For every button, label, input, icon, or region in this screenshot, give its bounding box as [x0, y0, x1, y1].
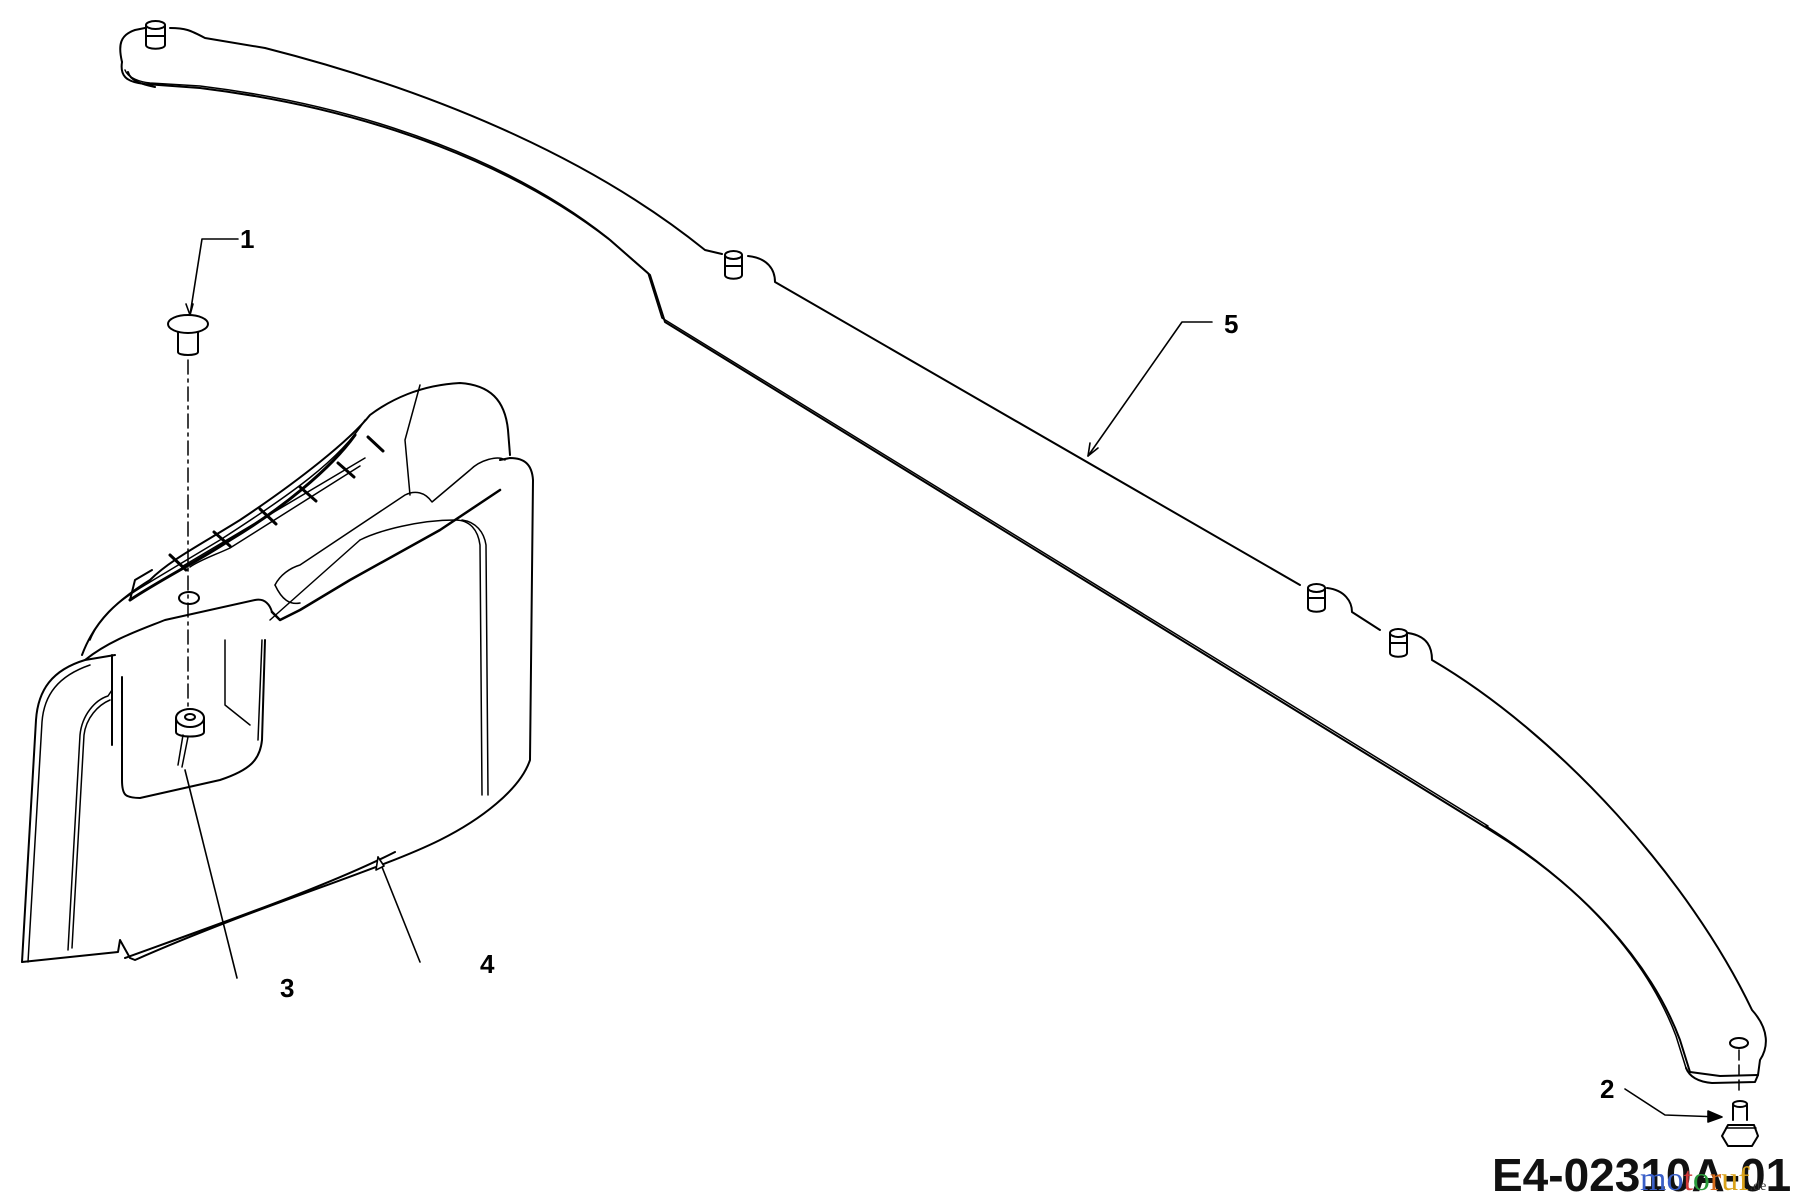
callout-5: 5	[1224, 309, 1239, 339]
wm-letter: t	[1683, 1161, 1693, 1198]
callout-4: 4	[480, 949, 495, 979]
wm-letter: o	[1692, 1161, 1710, 1198]
wm-letter: m	[1640, 1161, 1667, 1198]
wm-letter: o	[1666, 1161, 1684, 1198]
peg-1	[145, 20, 166, 50]
part-1-push-rivet	[167, 314, 209, 711]
wm-letter: f	[1738, 1161, 1750, 1198]
part-3-clip	[175, 708, 205, 768]
callout-3: 3	[280, 973, 295, 1003]
part-2-flange-bolt	[1721, 1049, 1759, 1147]
drawing-code: E4-02310A-01	[1492, 1149, 1792, 1201]
watermark: motoruf.de	[1640, 1163, 1766, 1197]
callout-2: 2	[1600, 1074, 1615, 1104]
callout-1: 1	[240, 224, 255, 254]
peg-2	[724, 250, 743, 280]
peg-3	[1307, 583, 1326, 613]
part-5-trim-strip	[119, 20, 1767, 1084]
wm-suffix: .de	[1749, 1179, 1767, 1194]
mounting-hole	[178, 591, 200, 605]
leader-lines	[184, 238, 1723, 1123]
part-4-shroud-cover	[21, 382, 534, 963]
wm-letter: r	[1709, 1161, 1722, 1198]
peg-4	[1389, 628, 1408, 658]
wm-letter: u	[1721, 1161, 1739, 1198]
